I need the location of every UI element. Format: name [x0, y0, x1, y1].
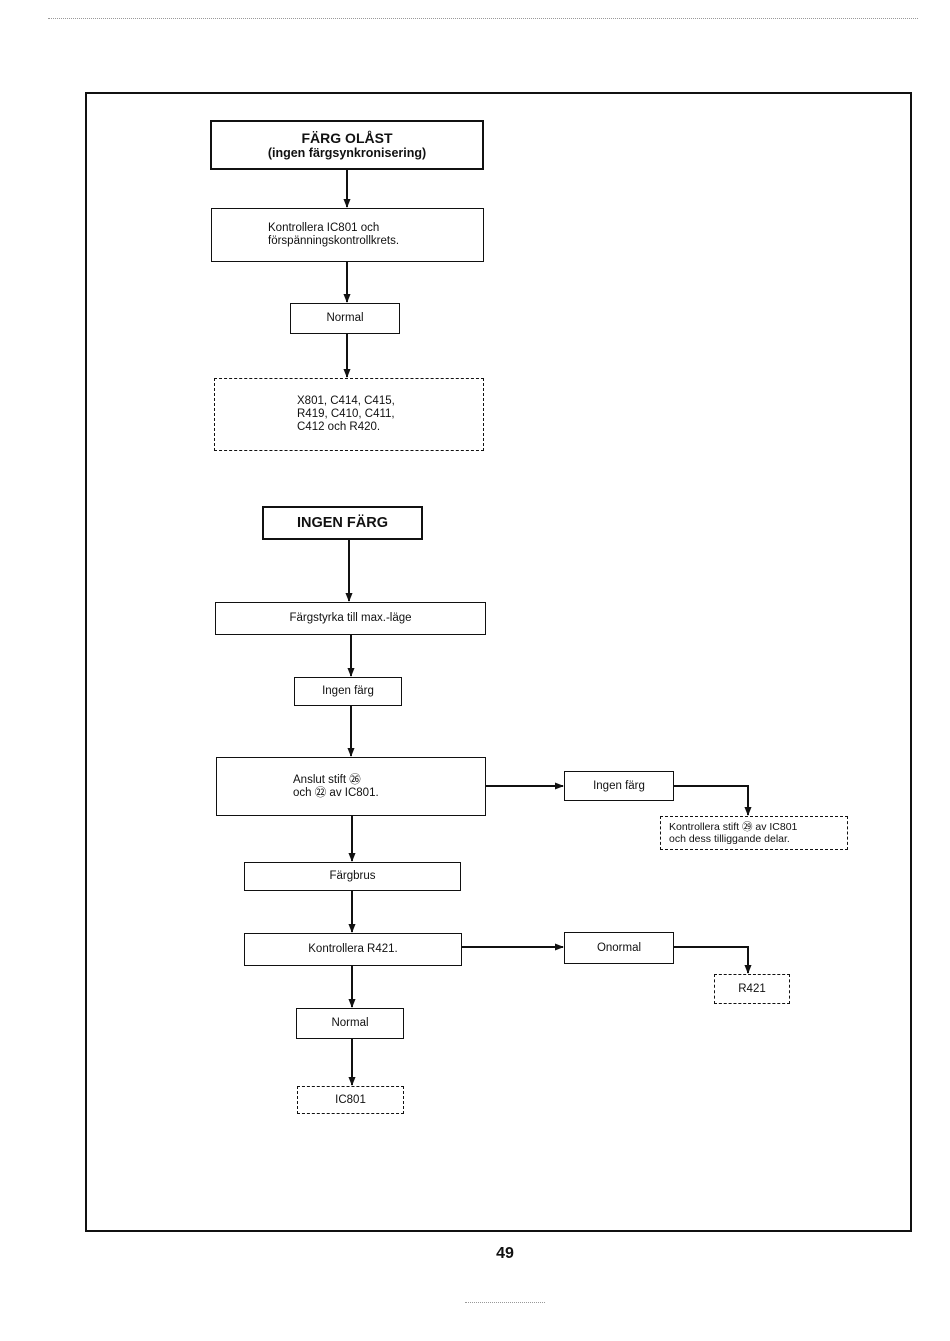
branch-no-colour-text: Ingen färg: [593, 779, 645, 792]
step-check-r421-text: Kontrollera R421.: [308, 943, 398, 955]
step-normal-1: Normal: [290, 303, 400, 334]
scan-artifact-top: [48, 18, 918, 19]
step-check-r421: Kontrollera R421.: [244, 933, 462, 966]
title-ingen-farg-text: INGEN FÄRG: [296, 515, 389, 531]
branch-abnormal-text: Onormal: [596, 941, 642, 954]
title-farg-olast-line2: (ingen färgsynkronisering): [267, 145, 427, 160]
step-connect-pins-text: Anslut stift ㉖ och ㉒ av IC801.: [293, 773, 379, 799]
title-farg-olast: FÄRG OLÅST (ingen färgsynkronisering): [210, 120, 484, 170]
step-colour-noise: Färgbrus: [244, 862, 461, 891]
step-check-ic801: Kontrollera IC801 och förspänningskontro…: [211, 208, 484, 262]
branch-abnormal: Onormal: [564, 932, 674, 964]
result-parts-list: X801, C414, C415, R419, C410, C411, C412…: [214, 378, 484, 451]
scan-artifact-bottom: [465, 1302, 545, 1303]
step-no-colour-1-text: Ingen färg: [322, 685, 374, 697]
step-colour-max-text: Färgstyrka till max.-läge: [289, 612, 412, 624]
page-frame: [85, 92, 912, 1232]
step-normal-2: Normal: [296, 1008, 404, 1039]
branch-result-r421-text: R421: [738, 982, 766, 995]
branch-check-pin29: Kontrollera stift ㉙ av IC801 och dess ti…: [660, 816, 848, 850]
step-connect-pins: Anslut stift ㉖ och ㉒ av IC801.: [216, 757, 486, 816]
result-parts-list-text: X801, C414, C415, R419, C410, C411, C412…: [297, 395, 395, 433]
branch-result-r421: R421: [714, 974, 790, 1004]
arrow-branch1-result: [674, 785, 752, 816]
title-ingen-farg: INGEN FÄRG: [262, 506, 423, 540]
branch-no-colour: Ingen färg: [564, 771, 674, 801]
step-normal-2-text: Normal: [331, 1017, 369, 1029]
result-ic801-text: IC801: [335, 1093, 366, 1106]
title-farg-olast-line1: FÄRG OLÅST: [301, 129, 393, 146]
step-colour-max: Färgstyrka till max.-läge: [215, 602, 486, 635]
step-normal-1-text: Normal: [326, 312, 364, 324]
step-colour-noise-text: Färgbrus: [329, 870, 376, 882]
page-number: 49: [496, 1245, 514, 1262]
result-ic801: IC801: [297, 1086, 404, 1114]
branch-check-pin29-text: Kontrollera stift ㉙ av IC801 och dess ti…: [669, 821, 798, 845]
step-check-ic801-text: Kontrollera IC801 och förspänningskontro…: [268, 222, 400, 247]
step-no-colour-1: Ingen färg: [294, 677, 402, 706]
arrow-branch2-result: [674, 946, 752, 974]
